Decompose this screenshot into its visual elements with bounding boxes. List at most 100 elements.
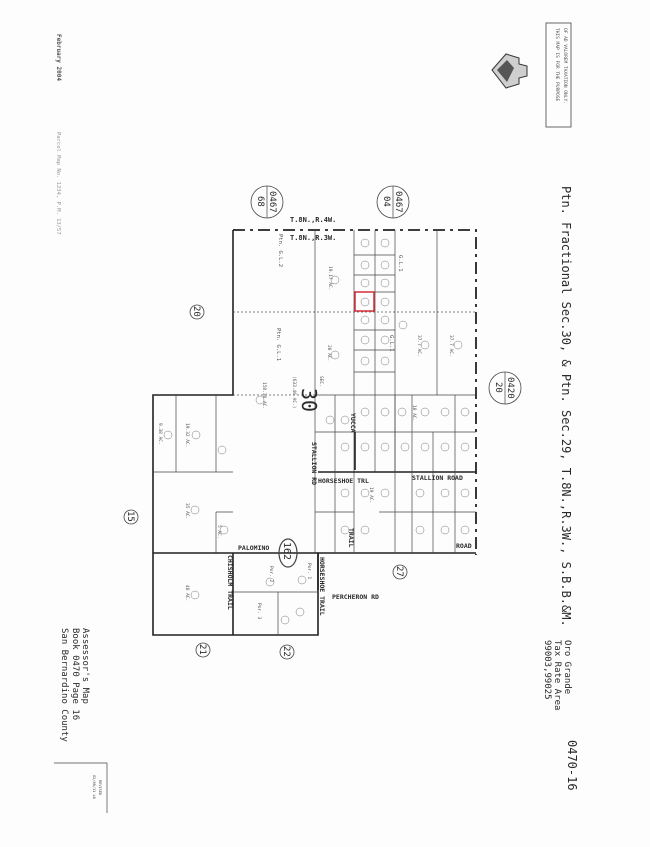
parcel-number-circle [360, 525, 370, 535]
parcel-number-circle [460, 525, 470, 535]
parcel-number-circle [340, 525, 350, 535]
street-horseshoe-trail: HORSESHOE TRAIL [318, 557, 326, 616]
parcel-number-circle [360, 442, 370, 452]
parcel-por-1: Por. 1 [306, 563, 312, 580]
street-percheron-rd: PERCHERON RD [332, 593, 379, 601]
parcel-por-3: Por. 3 [256, 603, 262, 620]
parcel-por-2: Por. 2 [268, 566, 274, 583]
svg-text:27: 27 [394, 566, 404, 577]
svg-text:22: 22 [281, 646, 291, 657]
parcel-number-circle [265, 577, 275, 587]
street-trail: TRAIL [347, 528, 355, 548]
parcel-number-circle [360, 260, 370, 270]
adjacent-book-0420-20: 0420 20 [488, 371, 522, 405]
revised-box [54, 762, 108, 813]
section-27: 27 [392, 564, 408, 580]
sec-area: (633.46 AC.) [291, 376, 297, 409]
disclaimer-line-2: OF AD VALOREM TAXATION ONLY. [562, 28, 568, 104]
parcel-number-circle [325, 415, 335, 425]
tax-rate-label: Tax Rate Area [552, 640, 562, 710]
parcel-number-circle [340, 442, 350, 452]
county-label: San Bernardino County [59, 628, 69, 742]
svg-text:21: 21 [197, 644, 207, 655]
adjacent-book-0467-04: 0467 04 [376, 185, 410, 219]
gov-lot-ptn-gl2: Ptn. G.L.2 [277, 234, 283, 267]
acreage-label: 40 AC. [184, 585, 190, 601]
parcel-number-circle [453, 340, 463, 350]
parcel-number-circle [297, 575, 307, 585]
svg-text:162: 162 [281, 542, 292, 560]
svg-text:0467: 0467 [393, 191, 403, 213]
parcel-number-circle [460, 442, 470, 452]
acreage-label: 19 AC. [368, 487, 374, 503]
parcel-number-circle [340, 488, 350, 498]
map-date: February 2004 [55, 34, 62, 81]
parcel-number-circles [163, 238, 470, 625]
parcel-number-circle [380, 238, 390, 248]
acreage-label: 20 AC. [326, 345, 332, 361]
gov-lot-gl1-a: G.L.1 [397, 255, 403, 272]
parcel-number-circle [380, 356, 390, 366]
parcel-number-circle [255, 395, 265, 405]
parcel-number-circle [440, 488, 450, 498]
section-20: 20 [189, 304, 205, 320]
disclaimer-box [545, 22, 572, 128]
parcel-number-circle [440, 407, 450, 417]
parcel-number-circle [380, 297, 390, 307]
parcel-number-circle [460, 407, 470, 417]
svg-text:04: 04 [381, 196, 391, 207]
parcel-number-circle [340, 415, 350, 425]
parcel-map-reference: Parcel Map No. 1234, P.M. 13/57 [55, 132, 61, 235]
acreage-label: 9.38 AC. [157, 423, 163, 445]
parcel-number-circle [217, 445, 227, 455]
adjacent-book-0467-68: 0467 68 [250, 185, 284, 219]
gov-lot-gl1-b: G.L.1 [388, 335, 394, 352]
parcel-number-circle [330, 275, 340, 285]
revised-label: REVISED [98, 780, 102, 795]
tax-rate-codes: 99003,99025 [542, 640, 552, 700]
page-number: 0470-16 [565, 740, 579, 791]
parcel-number-circle [360, 335, 370, 345]
parcel-number-circle [219, 525, 229, 535]
section-15: 15 [123, 509, 139, 525]
parcel-number-circle [440, 525, 450, 535]
street-yucca: YUCCA [349, 413, 357, 433]
parcel-number-circle [360, 315, 370, 325]
highlighted-parcel[interactable] [354, 291, 375, 312]
parcel-number-circle [360, 297, 370, 307]
area-name: Oro Grande [562, 640, 572, 694]
street-chisholm-trail: CHISHOLM TRAIL [226, 555, 234, 610]
svg-text:20: 20 [493, 382, 503, 393]
parcel-number-circle [380, 315, 390, 325]
parcel-number-circle [380, 260, 390, 270]
street-horseshoe-trl: HORSESHOE TRL [318, 477, 369, 485]
parcel-number-circle [380, 488, 390, 498]
acreage-label: 37.7 AC. [416, 335, 422, 357]
map-title: Ptn. Fractional Sec.30, & Ptn. Sec.29, T… [559, 186, 573, 627]
parcel-number-circle [420, 442, 430, 452]
section-30-label: 30 [297, 388, 321, 412]
parcel-number-circle [440, 442, 450, 452]
parcel-number-circle [415, 525, 425, 535]
acreage-label: 19.32 AC. [184, 423, 190, 447]
revised-date: 02/08/11 LN [92, 775, 96, 799]
gov-lot-ptn-gl1: Ptn. G.L.1 [275, 328, 281, 361]
parcel-map-162: 162 [278, 538, 298, 568]
parcel-number-circle [400, 442, 410, 452]
parcel-number-circle [380, 335, 390, 345]
svg-text:0420: 0420 [505, 377, 515, 399]
township-r3w-label: T.8N.,R.3W. [290, 234, 336, 242]
svg-text:0467: 0467 [267, 191, 277, 213]
parcel-number-circle [360, 238, 370, 248]
parcel-number-circle [460, 488, 470, 498]
parcel-number-circle [330, 350, 340, 360]
parcel-number-circle [295, 607, 305, 617]
acreage-label: 35 AC. [184, 503, 190, 519]
section-22: 22 [279, 644, 295, 660]
parcel-number-circle [360, 407, 370, 417]
acreage-label: 158.38 AC. [261, 382, 267, 409]
acreage-label: 37.7 AC. [448, 335, 454, 357]
parcel-number-circle [415, 488, 425, 498]
svg-text:20: 20 [191, 306, 201, 317]
parcel-number-circle [163, 430, 173, 440]
